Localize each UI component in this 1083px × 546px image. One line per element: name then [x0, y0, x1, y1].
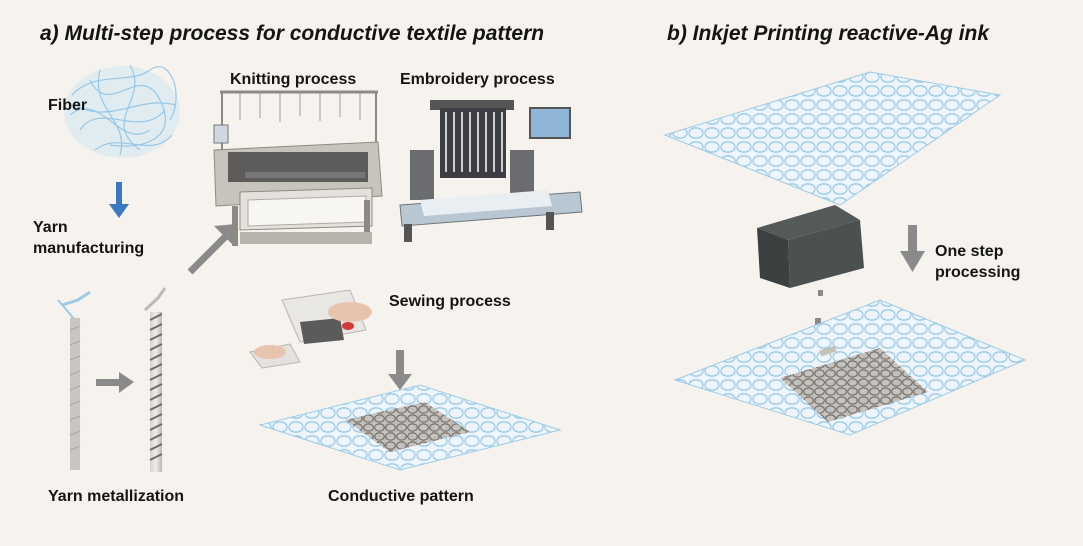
conductive-textile-b-image [673, 299, 1027, 436]
embroidery-machine-image [399, 100, 583, 242]
sewing-down-arrow [388, 350, 412, 390]
plain-yarn-image [57, 290, 91, 470]
one-step-down-arrow [900, 225, 925, 272]
fiber-cluster-image [64, 64, 180, 158]
panel-a-title: a) Multi-step process for conductive tex… [40, 22, 545, 45]
one-step-processing-label: One step processing [935, 242, 1020, 284]
conductive-pattern-label: Conductive pattern [328, 488, 474, 505]
fiber-label: Fiber [48, 97, 88, 114]
one-step-line2: processing [935, 263, 1021, 281]
sewing-machine-image [249, 289, 372, 369]
yarn-manufacturing-label: Yarn manufacturing [33, 218, 144, 260]
one-step-line1: One step [935, 243, 1004, 260]
conductive-textile-a-image [258, 384, 562, 471]
blue-down-arrow [109, 182, 129, 218]
yarn-manufacturing-line2: manufacturing [33, 239, 145, 257]
gray-right-arrow [96, 372, 134, 393]
inkjet-printhead-image [757, 205, 864, 326]
panel-b-title: b) Inkjet Printing reactive-Ag ink [667, 22, 990, 45]
textile-top-image [663, 71, 1002, 206]
gray-diagonal-arrow [187, 224, 236, 275]
embroidery-process-label: Embroidery process [400, 71, 555, 88]
metallized-yarn-image [143, 287, 167, 472]
yarn-metallization-label: Yarn metallization [48, 488, 185, 505]
yarn-manufacturing-line1: Yarn [33, 219, 68, 236]
sewing-process-label: Sewing process [389, 293, 511, 310]
knitting-process-label: Knitting process [230, 71, 357, 88]
knitting-machine-image [213, 90, 383, 246]
